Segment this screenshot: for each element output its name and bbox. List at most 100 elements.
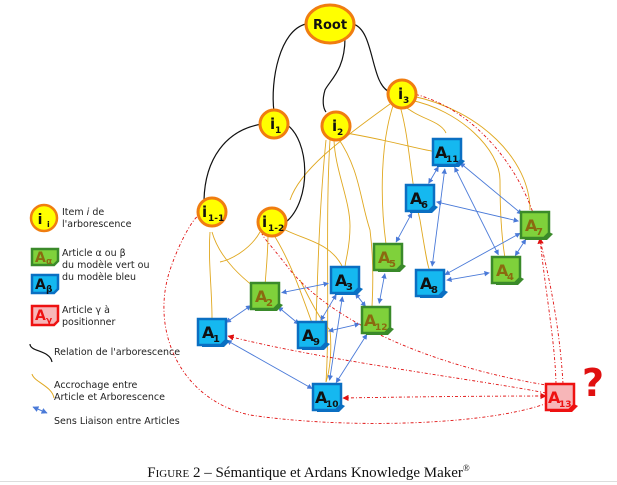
legend-item-label: Item i de l'arborescence xyxy=(62,207,132,230)
article-node-A8[interactable]: A8 xyxy=(414,268,448,298)
article-glyph: A xyxy=(255,287,268,306)
article-node-A4[interactable]: A4 xyxy=(490,255,524,285)
article-node-A9[interactable]: A9 xyxy=(296,320,330,350)
article-glyph: A xyxy=(435,143,448,162)
legend-article-arrow-icon xyxy=(32,406,48,414)
article-links xyxy=(225,162,527,390)
article-node-A1[interactable]: A1 xyxy=(196,317,230,347)
article-box xyxy=(372,242,404,272)
svg-text:i: i xyxy=(38,212,43,228)
article-node-A12[interactable]: A12 xyxy=(360,305,394,335)
article-subscript: 6 xyxy=(421,200,428,211)
article-node-A11[interactable]: A11 xyxy=(431,137,465,167)
anchor-link xyxy=(399,105,431,271)
article-glyph: A xyxy=(420,274,433,293)
article-glyph: A xyxy=(548,388,561,407)
article-node-A5[interactable]: A5 xyxy=(372,242,406,272)
article-node-A13[interactable]: A13 xyxy=(544,382,578,412)
tree-link xyxy=(352,23,391,93)
anchor-link xyxy=(289,103,391,201)
article-link-A1-A2 xyxy=(225,305,252,323)
article-subscript: 7 xyxy=(536,227,543,238)
anchor-link xyxy=(315,139,327,324)
article-subscript: 3 xyxy=(346,282,353,293)
caption-registered-mark: ® xyxy=(462,463,470,473)
article-link-A7-A4 xyxy=(514,238,527,257)
article-glyph: A xyxy=(202,323,215,342)
item-subscript: 1 xyxy=(275,126,281,136)
article-link-A9-A3 xyxy=(320,294,337,321)
article-box xyxy=(414,268,446,298)
article-subscript: 5 xyxy=(389,259,396,270)
article-subscript: 11 xyxy=(446,155,459,165)
article-box xyxy=(519,210,551,240)
anchor-link xyxy=(208,231,213,319)
caption-text: – Sémantique et Ardans Knowledge Maker xyxy=(200,465,463,481)
article-subscript: 10 xyxy=(326,400,339,410)
article-glyph: A xyxy=(302,326,315,345)
root-node[interactable]: Root xyxy=(304,3,356,45)
article-glyph: A xyxy=(525,216,538,235)
article-box xyxy=(544,382,576,412)
tree-link xyxy=(272,23,307,113)
item-glyph: i xyxy=(398,85,403,103)
article-glyph: A xyxy=(364,311,377,330)
anchor-link xyxy=(401,103,447,134)
legend-tree-label: Relation de l'arborescence xyxy=(54,347,181,358)
svg-text:A: A xyxy=(35,277,46,293)
article-glyph: A xyxy=(335,271,348,290)
anchor-link xyxy=(411,95,531,211)
article-subscript: 13 xyxy=(559,400,572,410)
anchor-link xyxy=(211,231,259,291)
article-glyph: A xyxy=(496,261,509,280)
legend-anchor-line-icon xyxy=(31,373,55,399)
article-box xyxy=(431,137,463,167)
legend-item-icon: i i xyxy=(29,203,59,233)
root-label: Root xyxy=(313,18,347,33)
article-subscript: 8 xyxy=(431,285,438,296)
article-subscript: 9 xyxy=(313,337,320,348)
article-link-A10-A12 xyxy=(335,333,368,384)
article-glyph: A xyxy=(378,248,391,267)
gamma-link xyxy=(227,334,547,394)
gamma-link xyxy=(537,237,557,385)
item-glyph: i xyxy=(332,117,337,135)
article-box xyxy=(404,183,436,213)
item-glyph: i xyxy=(202,203,207,221)
article-box xyxy=(490,255,522,285)
article-node-A7[interactable]: A7 xyxy=(519,210,553,240)
svg-text:A: A xyxy=(35,308,46,324)
article-link-A5-A12 xyxy=(377,273,387,304)
legend-anchor-label: Accrochage entre Article et Arborescence xyxy=(54,380,165,403)
article-link-A6-A7 xyxy=(436,200,519,223)
article-subscript: 4 xyxy=(507,272,514,283)
item-subscript: 2 xyxy=(337,128,343,138)
article-link-A11-A8 xyxy=(430,168,447,267)
article-link-A8-A4 xyxy=(446,271,490,282)
anchor-link xyxy=(219,231,261,263)
article-link-A8-A7 xyxy=(444,232,521,276)
article-subscript: 12 xyxy=(375,323,388,333)
article-node-A2[interactable]: A2 xyxy=(249,281,283,311)
svg-text:i: i xyxy=(47,220,50,229)
article-node-A10[interactable]: A10 xyxy=(311,382,345,412)
svg-text:β: β xyxy=(46,285,53,295)
article-node-A3[interactable]: A3 xyxy=(329,265,363,295)
article-box xyxy=(360,305,392,335)
legend-alpha-beta-label: Article α ou β du modèle vert ou du modè… xyxy=(62,248,150,283)
tree-links xyxy=(203,23,391,223)
article-box xyxy=(296,320,328,350)
legend-tree-line-icon xyxy=(29,343,53,363)
tree-link xyxy=(203,123,263,201)
svg-text:A: A xyxy=(35,250,46,266)
gamma-link xyxy=(163,214,556,424)
article-link-A6-A5 xyxy=(395,212,413,243)
article-node-A6[interactable]: A6 xyxy=(404,183,438,213)
anchor-link xyxy=(337,137,374,309)
